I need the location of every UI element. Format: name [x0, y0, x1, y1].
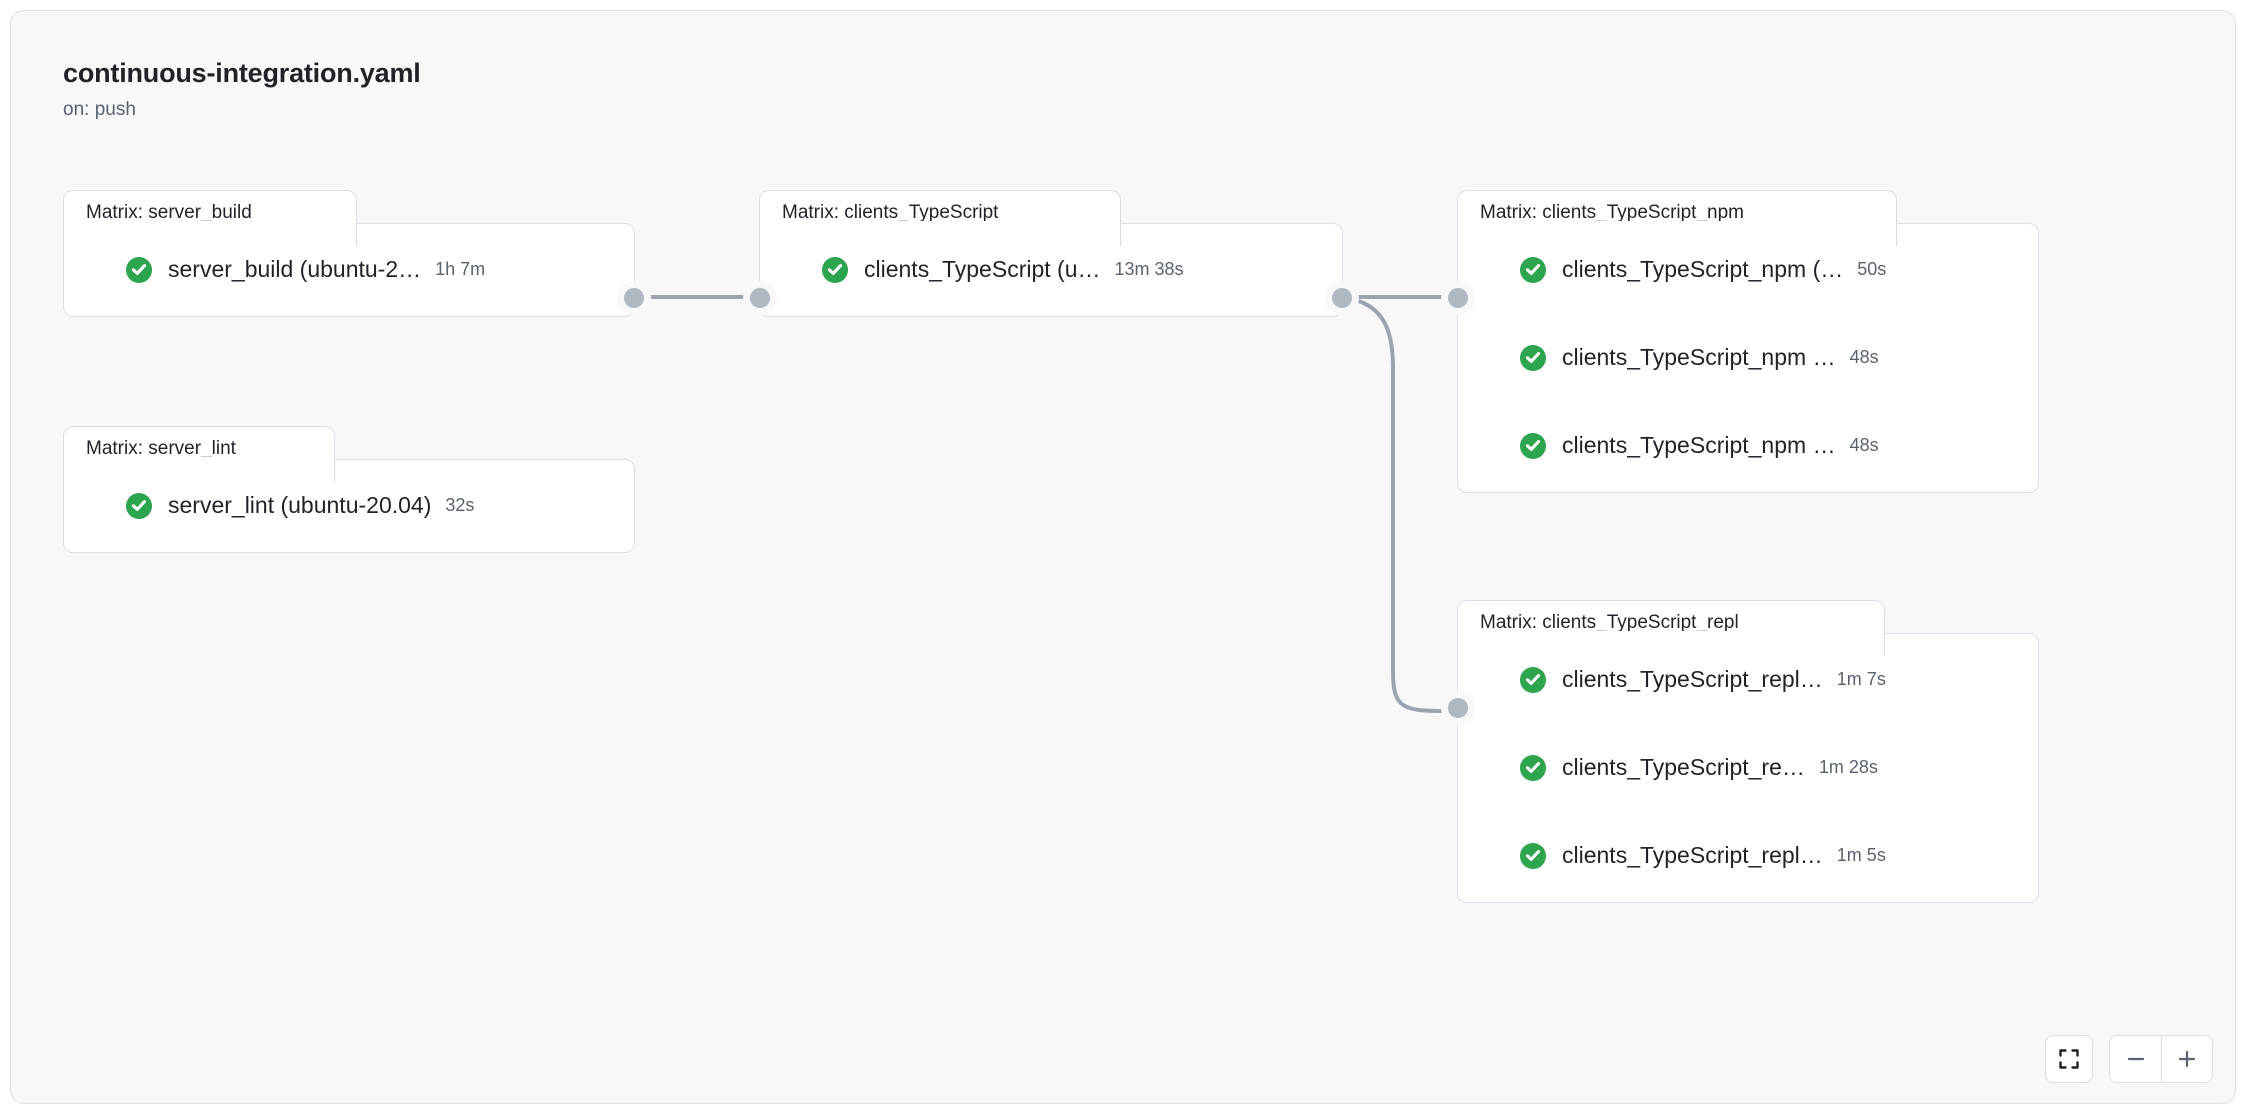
- job-duration: 1m 5s: [1836, 845, 1886, 866]
- job-row[interactable]: clients_TypeScript_re… 1m 28s: [1458, 746, 2038, 790]
- job-row[interactable]: clients_TypeScript_repl… 1m 7s: [1458, 658, 2038, 702]
- success-check-icon: [126, 257, 152, 283]
- zoom-in-button[interactable]: [2161, 1036, 2212, 1082]
- job-group-tab-clients-typescript-npm[interactable]: Matrix: clients_TypeScript_npm: [1457, 190, 1897, 246]
- job-name: clients_TypeScript_npm …: [1562, 432, 1836, 459]
- job-duration: 1m 28s: [1818, 757, 1878, 778]
- job-duration: 48s: [1849, 435, 1879, 456]
- job-name: server_lint (ubuntu-20.04): [168, 492, 432, 519]
- tab-seam-cover: [760, 221, 1120, 227]
- job-row[interactable]: clients_TypeScript_npm … 48s: [1458, 336, 2038, 380]
- job-name: server_build (ubuntu-2…: [168, 256, 422, 283]
- job-rows: server_lint (ubuntu-20.04) 32s: [64, 460, 634, 552]
- job-duration: 13m 38s: [1114, 259, 1184, 280]
- minus-icon: [2127, 1057, 2144, 1061]
- page-title: continuous-integration.yaml: [63, 58, 421, 88]
- job-duration: 1m 7s: [1836, 669, 1886, 690]
- job-rows: clients_TypeScript_npm (… 50s clients_Ty…: [1458, 224, 2038, 492]
- zoom-out-button[interactable]: [2110, 1036, 2161, 1082]
- fit-to-screen-icon: [2059, 1049, 2079, 1069]
- tab-seam-cover: [1458, 221, 1896, 227]
- tab-seam-cover: [64, 457, 334, 463]
- workflow-trigger-label: on: push: [63, 98, 136, 120]
- job-row[interactable]: server_lint (ubuntu-20.04) 32s: [64, 484, 634, 528]
- job-name: clients_TypeScript_npm (…: [1562, 256, 1844, 283]
- graph-controls: [2045, 1035, 2213, 1083]
- job-name: clients_TypeScript (u…: [864, 256, 1101, 283]
- job-group-clients-typescript-npm[interactable]: Matrix: clients_TypeScript_npm clients_T…: [1441, 190, 2039, 493]
- job-name: clients_TypeScript_repl…: [1562, 842, 1823, 869]
- job-duration: 1h 7m: [435, 259, 486, 280]
- success-check-icon: [1520, 667, 1546, 693]
- job-group-tab-server-lint[interactable]: Matrix: server_lint: [63, 426, 335, 482]
- job-group-input-port[interactable]: [743, 281, 777, 315]
- success-check-icon: [1520, 755, 1546, 781]
- job-group-clients-typescript[interactable]: Matrix: clients_TypeScript clients_TypeS…: [743, 190, 1359, 317]
- job-row[interactable]: clients_TypeScript_npm … 48s: [1458, 424, 2038, 468]
- job-group-tab-label: Matrix: clients_TypeScript_repl: [1480, 612, 1739, 633]
- success-check-icon: [1520, 345, 1546, 371]
- success-check-icon: [126, 493, 152, 519]
- job-group-tab-label: Matrix: server_lint: [86, 438, 236, 459]
- tab-seam-cover: [64, 221, 356, 227]
- plus-icon: [2178, 1050, 2196, 1068]
- success-check-icon: [1520, 433, 1546, 459]
- job-group-tab-label: Matrix: clients_TypeScript_npm: [1480, 202, 1744, 223]
- job-group-tab-clients-typescript-repl[interactable]: Matrix: clients_TypeScript_repl: [1457, 600, 1885, 656]
- job-group-tab-server-build[interactable]: Matrix: server_build: [63, 190, 357, 246]
- job-name: clients_TypeScript_repl…: [1562, 666, 1823, 693]
- fit-to-screen-button[interactable]: [2045, 1035, 2093, 1083]
- workflow-header: continuous-integration.yaml on: push: [63, 57, 963, 122]
- job-rows: server_build (ubuntu-2… 1h 7m: [64, 224, 634, 316]
- job-group-server-lint[interactable]: Matrix: server_lint server_lint (ubuntu-…: [63, 426, 635, 553]
- job-group-output-port[interactable]: [617, 281, 651, 315]
- job-group-tab-label: Matrix: clients_TypeScript: [782, 202, 999, 223]
- job-group-tab-clients-typescript[interactable]: Matrix: clients_TypeScript: [759, 190, 1121, 246]
- job-group-input-port[interactable]: [1441, 691, 1475, 725]
- edge-layer: [633, 295, 1449, 713]
- zoom-button-group: [2109, 1035, 2213, 1083]
- job-row[interactable]: server_build (ubuntu-2… 1h 7m: [64, 248, 634, 292]
- job-duration: 48s: [1849, 347, 1879, 368]
- job-duration: 32s: [445, 495, 475, 516]
- job-group-clients-typescript-repl[interactable]: Matrix: clients_TypeScript_repl clients_…: [1441, 600, 2039, 903]
- job-group-server-build[interactable]: Matrix: server_build server_build (ubunt…: [63, 190, 651, 317]
- job-rows: clients_TypeScript (u… 13m 38s: [760, 224, 1342, 316]
- job-rows: clients_TypeScript_repl… 1m 7s clients_T…: [1458, 634, 2038, 902]
- job-row[interactable]: clients_TypeScript_npm (… 50s: [1458, 248, 2038, 292]
- job-name: clients_TypeScript_npm …: [1562, 344, 1836, 371]
- job-row[interactable]: clients_TypeScript_repl… 1m 5s: [1458, 834, 2038, 878]
- job-name: clients_TypeScript_re…: [1562, 754, 1805, 781]
- success-check-icon: [822, 257, 848, 283]
- job-group-input-port[interactable]: [1441, 281, 1475, 315]
- success-check-icon: [1520, 257, 1546, 283]
- job-group-tab-label: Matrix: server_build: [86, 202, 252, 223]
- success-check-icon: [1520, 843, 1546, 869]
- tab-seam-cover: [1458, 631, 1884, 637]
- job-row[interactable]: clients_TypeScript (u… 13m 38s: [760, 248, 1342, 292]
- job-group-output-port[interactable]: [1325, 281, 1359, 315]
- job-duration: 50s: [1857, 259, 1887, 280]
- workflow-graph-panel[interactable]: continuous-integration.yaml on: push Mat…: [10, 10, 2236, 1104]
- edge-clients-typescript-to-repl: [1329, 295, 1449, 713]
